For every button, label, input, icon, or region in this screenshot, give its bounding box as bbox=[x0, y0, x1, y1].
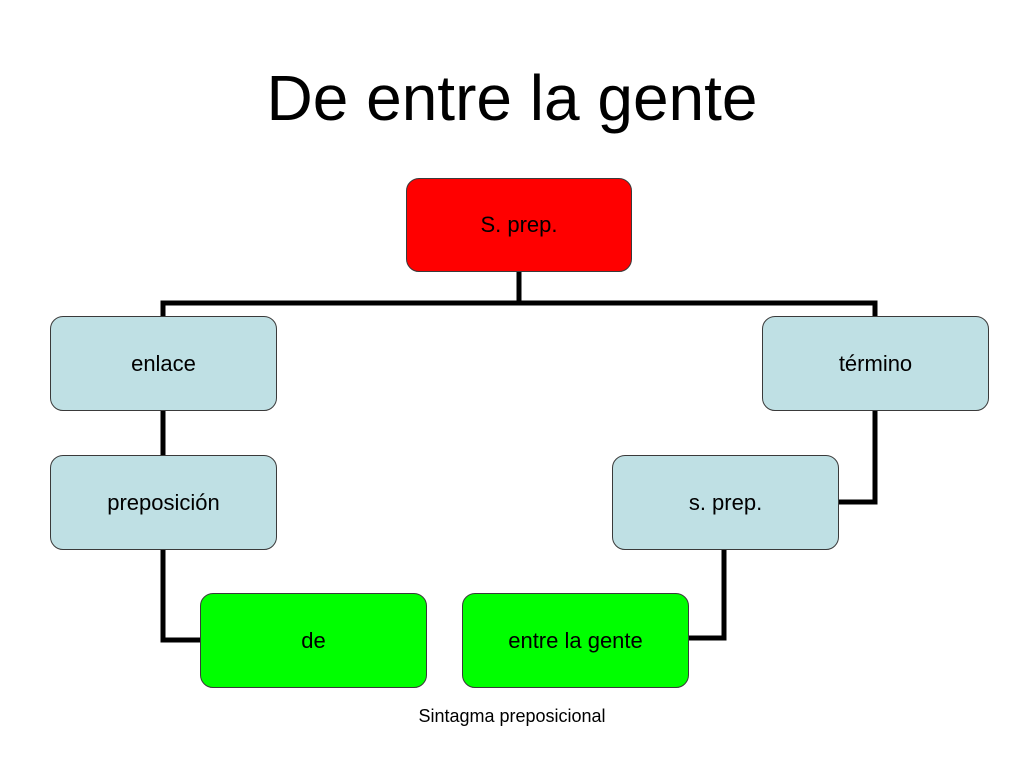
diagram-caption: Sintagma preposicional bbox=[418, 706, 606, 726]
node-de: de bbox=[200, 593, 427, 688]
node-enlace-label: enlace bbox=[131, 350, 196, 376]
node-s-prep-root-label: S. prep. bbox=[480, 212, 558, 237]
connector-termino-sprep bbox=[835, 407, 878, 505]
node-s-prep-child: s. prep. bbox=[612, 455, 839, 550]
connector-sprep-entre bbox=[685, 545, 727, 641]
node-preposicion: preposición bbox=[50, 455, 277, 550]
node-termino-label: término bbox=[838, 350, 913, 376]
connector-preposicion-de bbox=[160, 545, 204, 643]
node-entre-la-gente-label: entre la gente bbox=[508, 627, 643, 653]
node-termino: término bbox=[762, 316, 989, 411]
node-preposicion-label: preposición bbox=[107, 489, 220, 515]
node-de-label: de bbox=[301, 627, 326, 653]
node-entre-la-gente: entre la gente bbox=[462, 593, 689, 688]
node-enlace: enlace bbox=[50, 316, 277, 411]
node-s-prep-root: S. prep. bbox=[406, 178, 632, 272]
node-s-prep-child-label: s. prep. bbox=[688, 489, 763, 515]
slide-title: De entre la gente bbox=[266, 62, 758, 134]
